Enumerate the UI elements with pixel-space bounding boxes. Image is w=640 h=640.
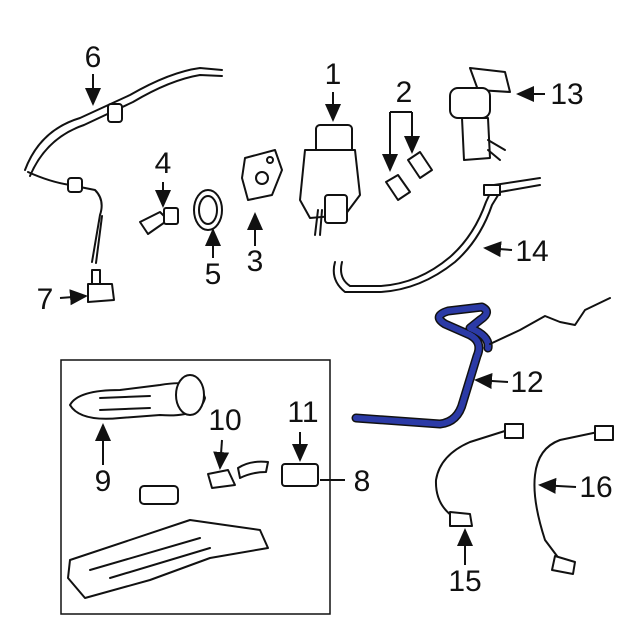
callout-15: 15 <box>448 565 481 598</box>
part-bracket[interactable] <box>67 519 269 599</box>
part-2-bolts[interactable] <box>385 151 433 201</box>
part-16-oxygen-sensor[interactable] <box>533 425 614 575</box>
callout-1: 1 <box>325 58 342 91</box>
callout-2: 2 <box>396 76 413 109</box>
part-4-fitting[interactable] <box>139 207 179 235</box>
callout-11: 11 <box>287 396 318 429</box>
leader-lines <box>59 74 577 565</box>
callout-4: 4 <box>155 147 172 180</box>
part-13-valve[interactable] <box>449 67 511 161</box>
callout-16: 16 <box>579 471 612 504</box>
callout-14: 14 <box>515 235 548 268</box>
callout-9: 9 <box>95 465 112 498</box>
callout-12: 12 <box>510 366 543 399</box>
callout-7: 7 <box>37 283 54 316</box>
part-12-highlighted-hose[interactable] <box>351 297 611 429</box>
part-10-fitting[interactable] <box>207 460 269 489</box>
callout-13: 13 <box>550 78 583 111</box>
callout-5: 5 <box>205 258 222 291</box>
part-3-gasket[interactable] <box>241 149 283 201</box>
part-6-vapor-line[interactable] <box>24 67 223 264</box>
part-15-oxygen-sensor[interactable] <box>434 423 524 527</box>
part-11-sensor[interactable] <box>281 463 319 487</box>
callout-10: 10 <box>208 404 241 437</box>
callout-3: 3 <box>247 245 264 278</box>
part-filter-element[interactable] <box>139 485 179 505</box>
part-7-connector[interactable] <box>87 269 115 303</box>
callout-6: 6 <box>85 41 102 74</box>
callout-8: 8 <box>354 465 371 498</box>
part-5-o-ring[interactable] <box>193 189 223 231</box>
assembly-8-box <box>60 359 331 615</box>
part-1-purge-valve[interactable] <box>299 124 361 236</box>
part-14-hose[interactable] <box>332 177 541 293</box>
part-9-filter-housing[interactable] <box>69 374 206 420</box>
